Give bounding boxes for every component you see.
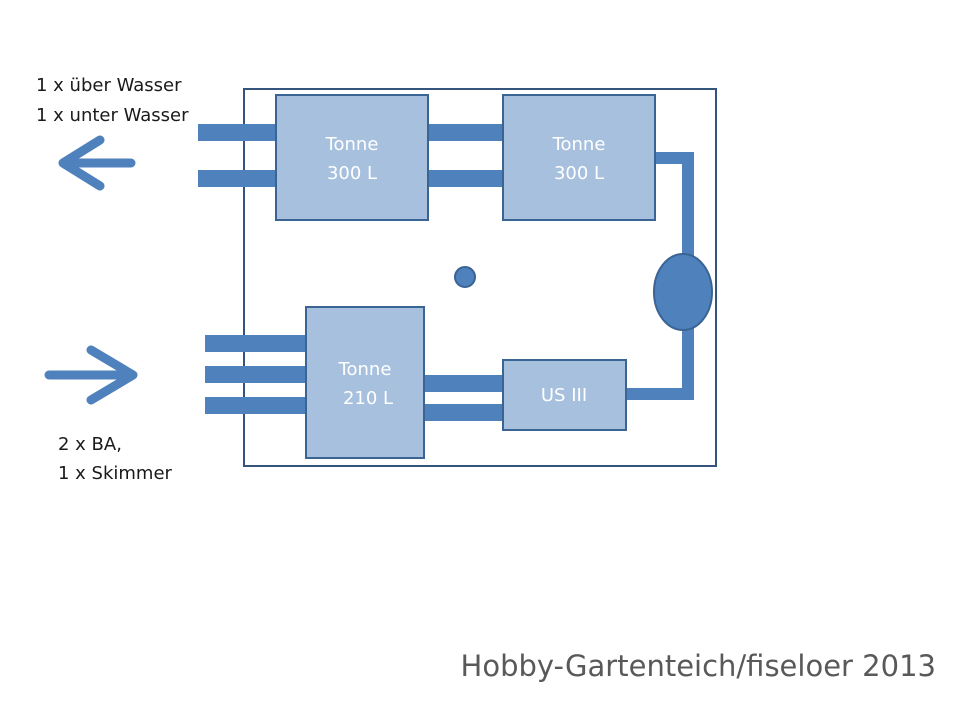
- filter-frame: [243, 88, 717, 467]
- tank-bottom-label-2: 210 L: [343, 388, 393, 409]
- filter-pipe-upper: [424, 375, 504, 392]
- connector-pipe-lower: [427, 170, 504, 187]
- tank-top-right-label-1: Tonne: [552, 134, 606, 155]
- filter-box: US III: [502, 359, 627, 431]
- outflow-pipe-upper: [198, 124, 278, 141]
- dot-icon: [454, 266, 476, 288]
- outflow-pipe-lower: [198, 170, 278, 187]
- outflow-label-2: 1 x unter Wasser: [36, 105, 189, 126]
- connector-pipe-upper: [427, 124, 504, 141]
- tank-top-right: Tonne 300 L: [502, 94, 656, 221]
- arrow-right-icon: [44, 345, 138, 405]
- filter-pipe-lower: [424, 404, 504, 421]
- inflow-label-2: 1 x Skimmer: [58, 463, 173, 484]
- outflow-label-1: 1 x über Wasser: [36, 75, 182, 96]
- inflow-pipe-2: [205, 366, 306, 383]
- tank-top-left-label-1: Tonne: [325, 134, 379, 155]
- tank-bottom: Tonne 210 L: [305, 306, 425, 459]
- inflow-pipe-1: [205, 335, 306, 352]
- tank-bottom-label-1: Tonne: [338, 359, 392, 380]
- credit-text: Hobby-Gartenteich/fiseloer 2013: [461, 649, 936, 683]
- inflow-label-1: 2 x BA,: [58, 434, 122, 455]
- tank-top-left: Tonne 300 L: [275, 94, 429, 221]
- inflow-pipe-3: [205, 397, 306, 414]
- arrow-left-icon: [58, 135, 136, 191]
- tank-top-right-label-2: 300 L: [554, 163, 604, 184]
- tank-top-left-label-2: 300 L: [327, 163, 377, 184]
- filter-label: US III: [541, 385, 587, 406]
- pump-icon: [653, 253, 713, 331]
